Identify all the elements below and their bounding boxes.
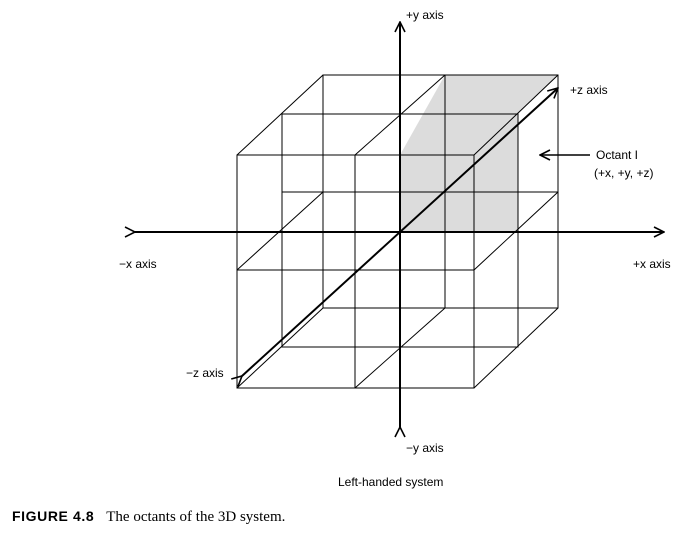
figure-caption-text: The octants of the 3D system. bbox=[106, 509, 286, 525]
minus-x-axis-label: −x axis bbox=[119, 257, 157, 271]
octant-i-highlight bbox=[400, 75, 558, 232]
minus-y-axis-label: −y axis bbox=[406, 441, 444, 455]
z-axis bbox=[242, 88, 558, 376]
minus-z-axis-label: −z axis bbox=[186, 366, 224, 380]
octant-name-label: Octant I bbox=[596, 148, 638, 162]
plus-y-axis-label: +y axis bbox=[406, 8, 444, 22]
figure-caption: FIGURE 4.8 The octants of the 3D system. bbox=[12, 508, 285, 526]
system-label: Left-handed system bbox=[338, 475, 443, 489]
figure-number: FIGURE 4.8 bbox=[12, 508, 95, 524]
plus-x-axis-label: +x axis bbox=[633, 257, 671, 271]
plus-z-axis-label: +z axis bbox=[570, 83, 608, 97]
axes bbox=[135, 22, 664, 427]
octant-diagram: +y axis −y axis +x axis −x axis +z axis … bbox=[119, 8, 671, 489]
octant-coords-label: (+x, +y, +z) bbox=[594, 166, 653, 180]
